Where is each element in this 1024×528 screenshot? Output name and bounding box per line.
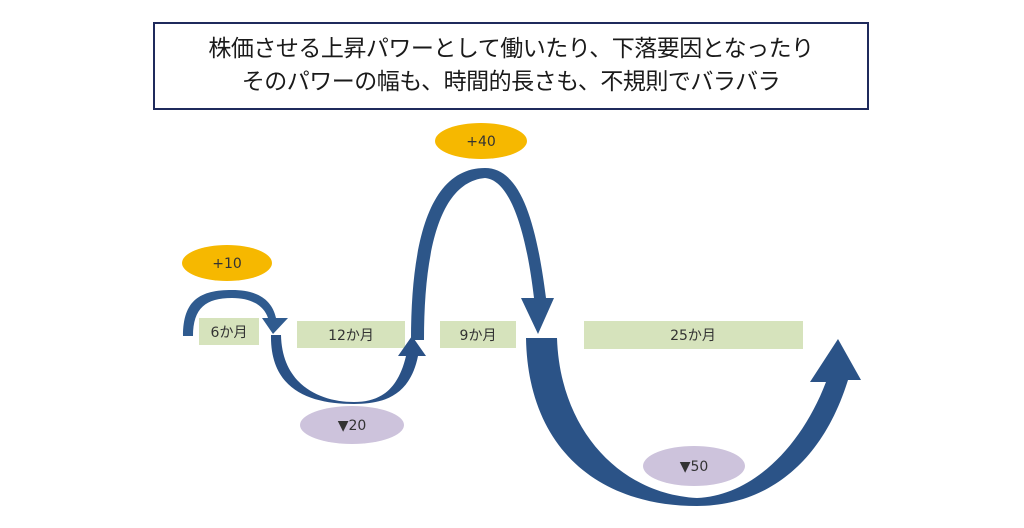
- fall-badge-2-label: ▼20: [338, 418, 367, 434]
- fall-badge-4-label: ▼50: [680, 459, 709, 475]
- period-box-1: [199, 318, 259, 345]
- period-label-3: 9か月: [460, 328, 497, 344]
- title-line-2: そのパワーの幅も、時間的長さも、不規則でバラバラ: [241, 69, 781, 95]
- title-box: 株価させる上昇パワーとして働いたり、下落要因となったり そのパワーの幅も、時間的…: [153, 22, 869, 110]
- title-line-1: 株価させる上昇パワーとして働いたり、下落要因となったり: [208, 36, 814, 62]
- period-box-3: [440, 321, 516, 348]
- period-box-4: [584, 321, 803, 349]
- rise-arrow-3: [411, 168, 554, 340]
- period-label-4: 25か月: [670, 328, 716, 344]
- rise-arrow-1: [183, 290, 288, 336]
- rise-badge-1: [182, 245, 272, 281]
- period-box-2: [297, 321, 405, 348]
- rise-badge-1-label: +10: [212, 256, 242, 272]
- period-label-1: 6か月: [211, 325, 248, 341]
- fall-badge-2: [300, 406, 404, 444]
- rise-badge-3: [435, 123, 527, 159]
- fall-arrow-2: [270, 335, 426, 404]
- fall-arrow-4: [526, 338, 861, 506]
- fall-badge-4: [643, 446, 745, 486]
- rise-badge-3-label: +40: [466, 134, 496, 150]
- period-label-2: 12か月: [328, 328, 374, 344]
